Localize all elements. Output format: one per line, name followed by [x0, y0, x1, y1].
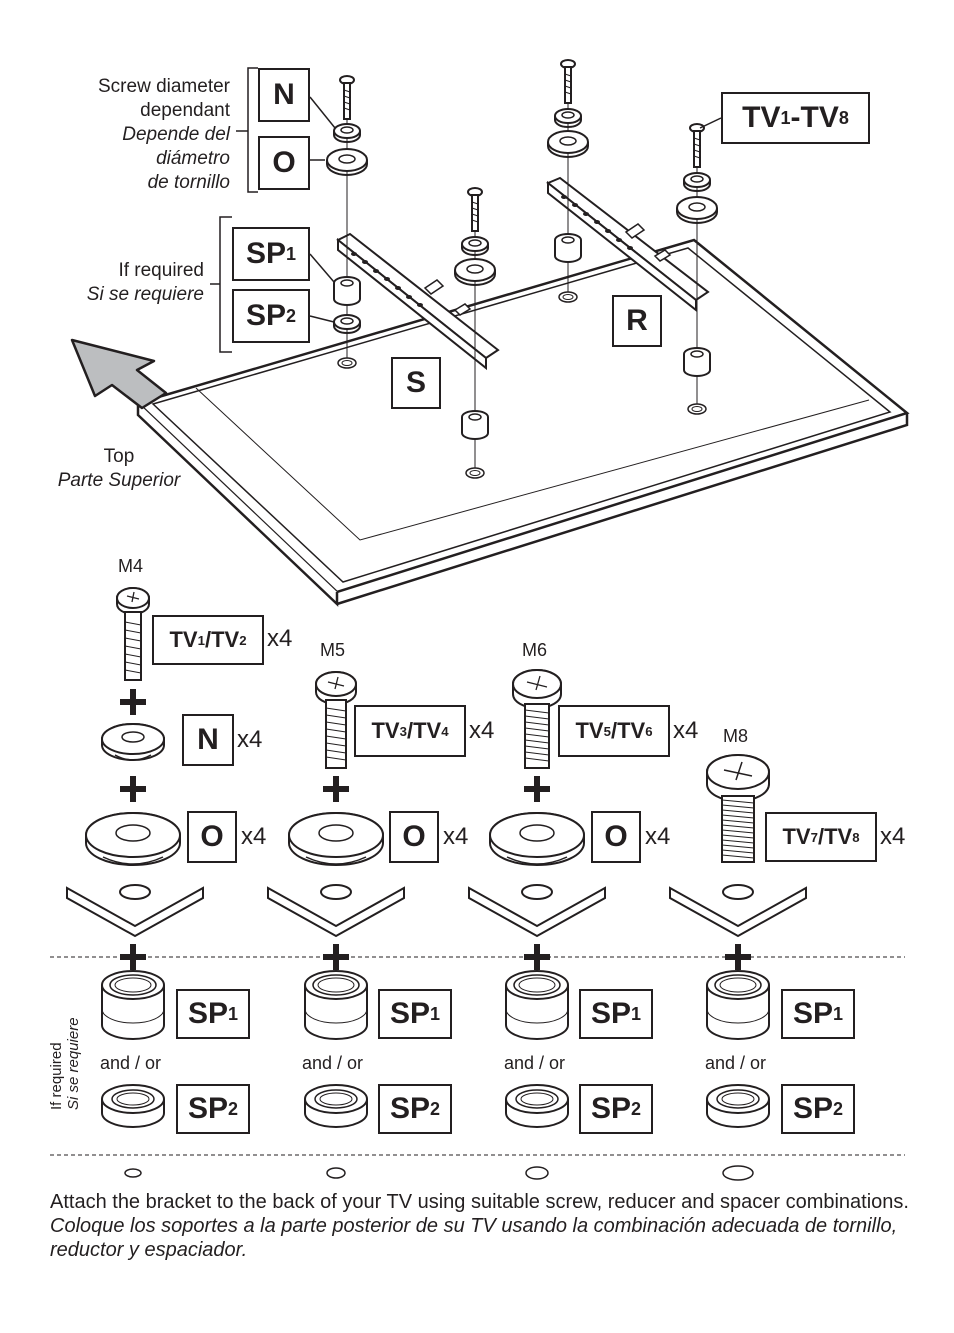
label-o-col3: O: [591, 811, 641, 863]
spacer-sp1-col2: [304, 970, 368, 1040]
washer-n: [101, 723, 165, 761]
qty-o-col1: x4: [241, 823, 267, 850]
instructions-footer: Attach the bracket to the back of your T…: [50, 1190, 920, 1262]
screw-dependant-en-1: Screw diameter: [98, 76, 230, 97]
top-direction-arrow: [70, 338, 168, 410]
washer-o-col3: [489, 812, 585, 866]
screw-dependant-es-3: de tornillo: [147, 172, 230, 193]
size-m6: M6: [522, 640, 548, 660]
screw-diameter-note: Screw diameter dependant Depende del diá…: [40, 75, 230, 195]
plus-icon: [120, 944, 146, 970]
if-required-note: If required Si se requiere: [40, 259, 204, 307]
qty-o-col3: x4: [645, 823, 671, 850]
and-or-col3: and / or: [504, 1053, 566, 1073]
label-brackets: [210, 67, 722, 353]
size-m5: M5: [320, 640, 346, 660]
label-s: S: [391, 357, 441, 409]
spacer-sp1-col1: [101, 970, 165, 1040]
if-required-vertical: If required Si se requiere: [48, 1017, 82, 1110]
screw-dependant-es-1: Depende del: [122, 124, 230, 145]
plus-icon: [120, 689, 146, 715]
size-m4: M4: [118, 556, 144, 576]
tv-hole-m6: [525, 1166, 549, 1180]
bracket-r: [546, 176, 710, 313]
screw-m4: [116, 587, 150, 681]
bracket-s: [336, 232, 500, 371]
qty-tv5-tv6: x4: [673, 717, 699, 744]
label-o-col2: O: [389, 811, 439, 863]
spacer-sp1-col3: [505, 970, 569, 1040]
if-required-vertical-en: If required: [48, 1042, 65, 1110]
spacer-sp2-col1: [101, 1084, 165, 1128]
plus-icon: [725, 944, 751, 970]
plus-icon: [120, 776, 146, 802]
instructions-en: Attach the bracket to the back of your T…: [50, 1191, 909, 1213]
and-or-col4: and / or: [705, 1053, 767, 1073]
tv-hole-m8: [722, 1165, 754, 1181]
bracket-chevron-col2: [267, 884, 405, 937]
bracket-chevron-col1: [66, 884, 204, 937]
plus-icon: [323, 776, 349, 802]
tv-back-panel: [135, 238, 910, 607]
label-o-col1: O: [187, 811, 237, 863]
spacer-sp1-col4: [706, 970, 770, 1040]
label-n: N: [182, 714, 234, 766]
screw-m8: [706, 754, 770, 863]
label-o-top: O: [258, 136, 310, 190]
qty-tv1-tv2: x4: [267, 625, 293, 652]
screw-m5: [315, 671, 357, 769]
if-required-es: Si se requiere: [86, 284, 204, 305]
top-label: Top Parte Superior: [44, 445, 194, 493]
bracket-chevron-col3: [468, 884, 606, 937]
and-or-col2: and / or: [302, 1053, 364, 1073]
if-required-vertical-es: Si se requiere: [65, 1017, 82, 1110]
top-label-en: Top: [103, 446, 135, 467]
bracket-chevron-col4: [669, 884, 807, 937]
washer-o-col1: [85, 812, 181, 866]
top-label-es: Parte Superior: [57, 470, 181, 491]
plus-icon: [524, 944, 550, 970]
instructions-es: Coloque los soportes a la parte posterio…: [50, 1215, 898, 1261]
qty-tv3-tv4: x4: [469, 717, 495, 744]
washer-o-col2: [288, 812, 384, 866]
screw-dependant-en-2: dependant: [140, 100, 230, 121]
plus-icon: [323, 944, 349, 970]
label-n-top: N: [258, 68, 310, 122]
plus-icon: [524, 776, 550, 802]
qty-n: x4: [237, 726, 263, 753]
tv-hole-m5: [326, 1167, 346, 1179]
qty-tv7-tv8: x4: [880, 823, 906, 850]
spacer-sp2-col4: [706, 1084, 770, 1128]
qty-o-col2: x4: [443, 823, 469, 850]
size-m8: M8: [723, 726, 749, 746]
if-required-en: If required: [118, 260, 204, 281]
tv-hole-m4: [124, 1168, 142, 1178]
label-r: R: [612, 295, 662, 347]
spacer-sp2-col2: [304, 1084, 368, 1128]
and-or-col1: and / or: [100, 1053, 162, 1073]
screw-m6: [512, 669, 562, 769]
spacer-sp2-col3: [505, 1084, 569, 1128]
screw-dependant-es-2: diámetro: [156, 148, 230, 169]
